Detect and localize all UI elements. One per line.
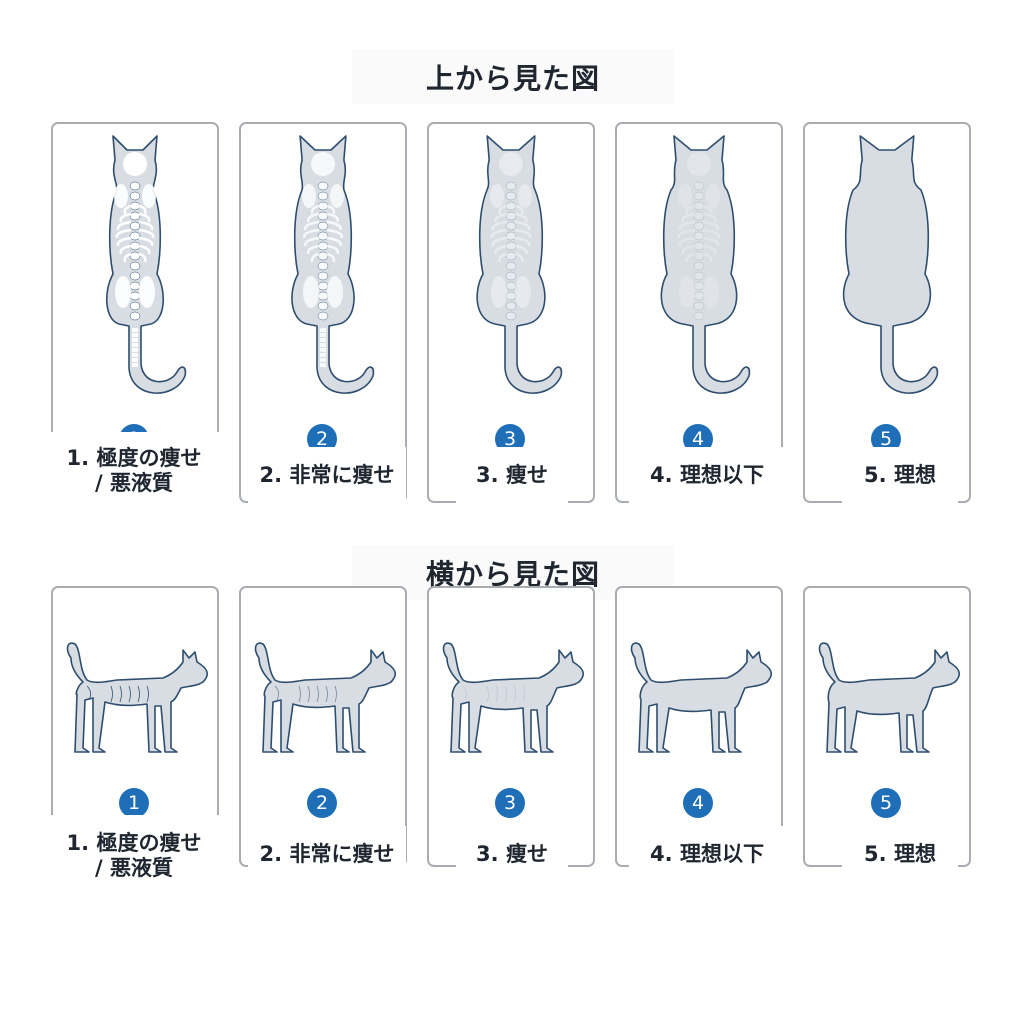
side-label-1-line2: / 悪液質 [95, 856, 173, 880]
top-label-3: 3. 痩せ [456, 447, 568, 503]
cat-top-view-3 [476, 135, 563, 394]
side-label-3: 3. 痩せ [456, 826, 568, 882]
side-label-4: 4. 理想以下 [629, 826, 785, 882]
cat-side-view-4 [630, 642, 773, 753]
top-label-4: 4. 理想以下 [629, 447, 785, 503]
top-card-4: 4 [615, 122, 783, 503]
side-card-2: 2 [239, 586, 407, 867]
side-card-5: 5 [803, 586, 971, 867]
side-score-badge-4: 4 [683, 788, 713, 818]
top-card-2: 2 [239, 122, 407, 503]
top-label-5: 5. 理想 [842, 447, 958, 503]
top-label-1-line1: 1. 極度の痩せ [66, 446, 202, 470]
side-score-badge-1: 1 [119, 788, 149, 818]
cat-top-view-2 [291, 135, 375, 394]
cat-side-view-1 [66, 642, 209, 753]
side-label-1: 1. 極度の痩せ / 悪液質 [46, 815, 222, 897]
side-card-4: 4 [615, 586, 783, 867]
cat-side-view-2 [254, 642, 397, 753]
top-card-3: 3 [427, 122, 595, 503]
cat-top-view-4 [660, 135, 751, 394]
cat-side-view-5 [818, 642, 961, 753]
cat-side-view-3 [442, 642, 585, 753]
side-label-2: 2. 非常に痩せ [248, 826, 406, 882]
top-card-5: 5 [803, 122, 971, 503]
top-label-1: 1. 極度の痩せ / 悪液質 [46, 432, 222, 510]
top-label-1-line2: / 悪液質 [95, 471, 173, 495]
top-view-title: 上から見た図 [352, 50, 674, 104]
side-card-3: 3 [427, 586, 595, 867]
cat-top-view-5 [842, 135, 939, 394]
side-score-badge-3: 3 [495, 788, 525, 818]
top-label-2: 2. 非常に痩せ [248, 447, 406, 503]
side-score-badge-2: 2 [307, 788, 337, 818]
side-label-5: 5. 理想 [842, 826, 958, 882]
side-label-1-line1: 1. 極度の痩せ [66, 831, 202, 855]
cat-top-view-1 [106, 135, 187, 394]
side-score-badge-5: 5 [871, 788, 901, 818]
